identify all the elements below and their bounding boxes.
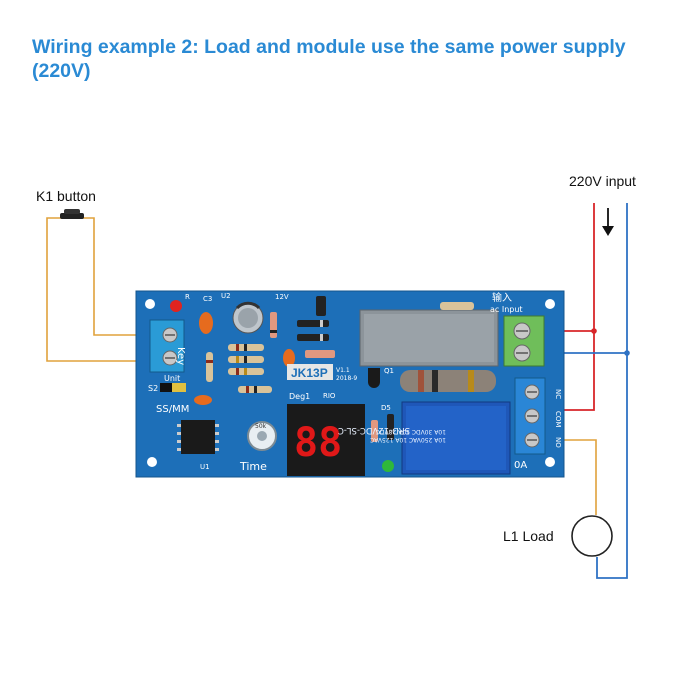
input-label: 220V input <box>569 173 636 189</box>
c3-label: C3 <box>203 295 212 303</box>
diodes <box>270 296 394 442</box>
mount-hole <box>145 299 155 309</box>
resistor-array <box>206 344 272 393</box>
deg-label: Deg1 <box>289 392 310 401</box>
status-led <box>382 460 394 472</box>
load-label: L1 Load <box>503 528 554 544</box>
mount-hole <box>545 299 555 309</box>
time-label: Time <box>239 460 267 473</box>
unit-label: Unit <box>164 374 180 383</box>
display-digits: 88 <box>294 420 342 466</box>
date-label: 2018-9 <box>336 375 357 382</box>
relay-model: SRD-12VDC-SL-C <box>338 425 410 435</box>
capacitor <box>194 395 212 405</box>
mode-label: SS/MM <box>156 404 189 415</box>
time-potentiometer <box>247 421 277 451</box>
nc-label: NC <box>554 389 562 399</box>
u1-label: U1 <box>200 463 210 471</box>
transistor <box>368 368 380 388</box>
mode-jumper <box>160 383 186 392</box>
live-junction <box>591 328 597 334</box>
rio-label: RIO <box>323 392 336 400</box>
ac-input-terminal <box>503 315 545 367</box>
relay-rating-1: 10A 30VDC 10A 28VDC <box>376 428 446 435</box>
ic-chip <box>177 420 219 454</box>
key-terminal-block <box>149 319 185 373</box>
fuse-resistor <box>440 302 474 310</box>
relay-module-board: Key R C3 U2 <box>135 290 565 478</box>
key-label: Key <box>175 347 186 365</box>
relay <box>401 401 511 475</box>
power-resistor <box>400 370 496 392</box>
input-label-en: ac Input <box>490 305 523 314</box>
load-terminal-block <box>514 377 546 455</box>
q1-label: Q1 <box>384 367 394 375</box>
power-led <box>170 300 182 312</box>
pot-value: 50k <box>255 423 267 430</box>
capacitor <box>199 312 213 334</box>
model-plate <box>287 364 333 380</box>
s2-label: S2 <box>148 384 158 393</box>
button-label: K1 button <box>36 188 96 204</box>
no-label: NO <box>554 437 562 448</box>
electrolytic-capacitor <box>232 301 264 334</box>
relay-rating-2: 10A 250VAC 10A 125VAC <box>370 436 446 443</box>
capacitor <box>283 349 295 367</box>
arrow-down-icon <box>602 208 614 236</box>
mount-hole <box>147 457 157 467</box>
page-title: Wiring example 2: Load and module use th… <box>32 36 626 82</box>
seven-segment-display: 88 <box>287 404 365 476</box>
model-label: JK13P <box>291 366 328 380</box>
com-label: COM <box>554 411 562 427</box>
neutral-junction <box>624 350 630 356</box>
u2-label: U2 <box>221 292 231 300</box>
v12-label: 12V <box>275 293 289 301</box>
load-terminal-label: 0A <box>514 460 527 471</box>
input-label-cn: 输入 <box>492 291 512 304</box>
push-button-icon <box>60 209 84 219</box>
power-converter-module <box>359 309 499 367</box>
mount-hole <box>545 457 555 467</box>
d5-label: D5 <box>381 404 391 412</box>
version-label: V1.1 <box>336 367 350 374</box>
r-label: R <box>185 293 190 301</box>
load-circle-icon <box>571 515 613 557</box>
